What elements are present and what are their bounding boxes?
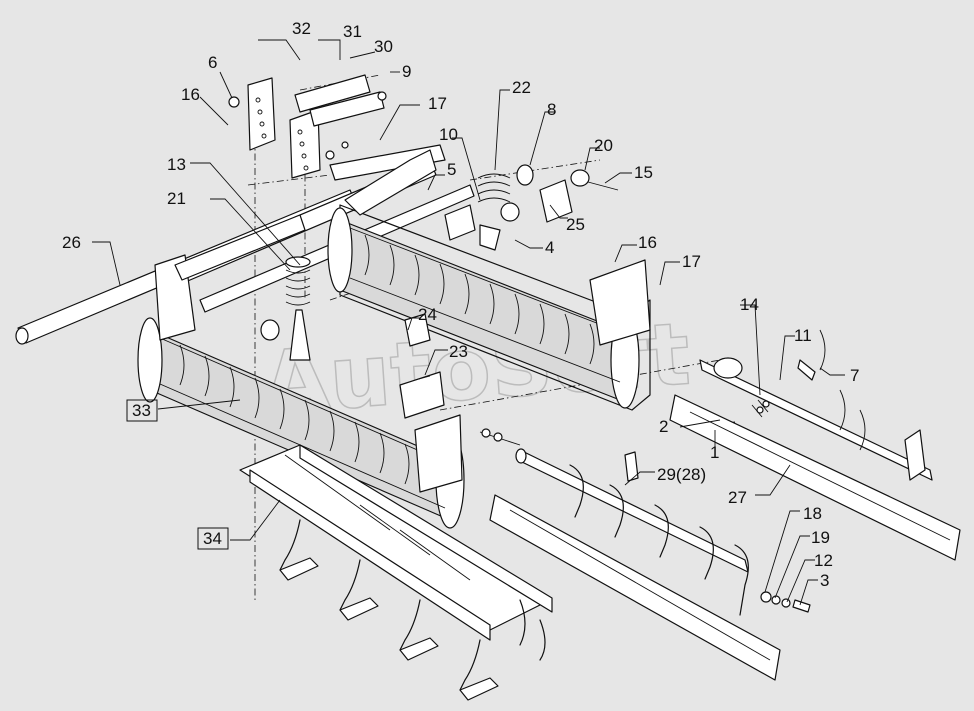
label-12: 12 — [814, 551, 833, 570]
label-32: 32 — [292, 19, 311, 38]
part-roller-33 — [137, 214, 465, 529]
label-25: 25 — [566, 215, 585, 234]
label-24: 24 — [418, 305, 437, 324]
label-16-upper: 16 — [181, 85, 200, 104]
part-frame-34 — [239, 444, 553, 701]
part-roller-upper — [327, 149, 651, 411]
label-27: 27 — [728, 488, 747, 507]
label-16-lower: 16 — [638, 233, 657, 252]
part-beam-29 — [489, 448, 781, 681]
label-14: 14 — [740, 295, 759, 314]
label-33: 33 — [132, 401, 151, 420]
label-5: 5 — [447, 160, 456, 179]
label-2: 2 — [659, 417, 668, 436]
label-8: 8 — [547, 100, 556, 119]
label-4: 4 — [545, 238, 554, 257]
label-10: 10 — [439, 125, 458, 144]
label-26: 26 — [62, 233, 81, 252]
label-17-upper: 17 — [428, 94, 447, 113]
part-hardware-right — [699, 329, 933, 481]
part-spring-22 — [444, 164, 619, 251]
label-11: 11 — [794, 326, 812, 345]
label-6: 6 — [208, 53, 217, 72]
label-3: 3 — [820, 571, 829, 590]
label-box-33 — [126, 399, 158, 422]
label-15: 15 — [634, 163, 653, 182]
label-23: 23 — [449, 342, 468, 361]
label-1: 1 — [710, 443, 719, 462]
label-19: 19 — [811, 528, 830, 547]
part-bracket-plates — [228, 74, 387, 179]
label-22: 22 — [512, 78, 531, 97]
label-34: 34 — [203, 529, 222, 548]
label-30: 30 — [374, 37, 393, 56]
label-box-34 — [197, 527, 229, 550]
label-20: 20 — [594, 136, 613, 155]
label-7: 7 — [850, 366, 859, 385]
label-21: 21 — [167, 189, 186, 208]
label-18: 18 — [803, 504, 822, 523]
part-labels: 32 31 30 6 9 16 17 22 8 10 20 13 5 15 21… — [62, 19, 859, 590]
part-spring-13 — [260, 256, 311, 361]
part-beam-27 — [669, 394, 961, 561]
label-29-28: 29(28) — [657, 465, 706, 484]
label-9: 9 — [402, 62, 411, 81]
label-17-lower: 17 — [682, 252, 701, 271]
label-31: 31 — [343, 22, 362, 41]
part-hardware-bottom — [479, 428, 811, 613]
leader-lines — [92, 39, 845, 606]
part-brackets-23-24 — [399, 313, 445, 419]
label-13: 13 — [167, 155, 186, 174]
